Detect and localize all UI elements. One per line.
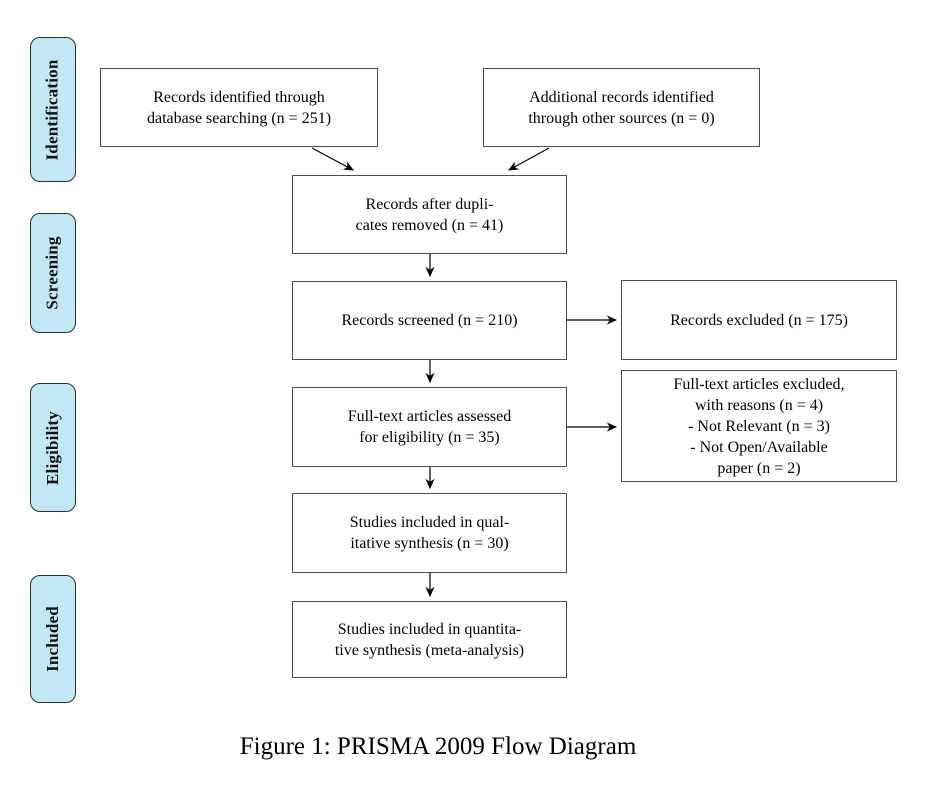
box-line: paper (n = 2) xyxy=(717,459,801,477)
stage-label-text: Screening xyxy=(43,236,63,310)
stage-label-eligibility: Eligibility xyxy=(30,383,76,512)
box-line: Additional records identified xyxy=(529,88,714,106)
box-line: database searching (n = 251) xyxy=(146,109,332,127)
box-line: through other sources (n = 0) xyxy=(528,109,715,127)
stage-label-text: Included xyxy=(43,606,63,672)
box-line: for eligibility (n = 35) xyxy=(359,429,500,446)
box-records-identified: Records identified through database sear… xyxy=(100,68,378,147)
box-records-screened: Records screened (n = 210) xyxy=(292,281,567,360)
box-quantitative-synthesis: Studies included in quantita- tive synth… xyxy=(292,601,567,678)
box-line: - Not Relevant (n = 3) xyxy=(688,417,830,435)
box-fulltext-excluded: Full-text articles excluded, with reason… xyxy=(621,370,897,482)
box-line: Studies included in quantita- xyxy=(337,620,522,638)
box-records-excluded: Records excluded (n = 175) xyxy=(621,280,897,360)
figure-caption: Figure 1: PRISMA 2009 Flow Diagram xyxy=(239,733,637,760)
box-line: with reasons (n = 4) xyxy=(694,396,824,414)
box-line: itative synthesis (n = 30) xyxy=(350,535,509,552)
arrow-additional-to-dedup xyxy=(508,147,550,171)
box-line: - Not Open/Available xyxy=(690,438,828,456)
box-line: Records after dupli- xyxy=(365,195,494,213)
box-line: tive synthesis (meta-analysis) xyxy=(334,641,525,659)
box-line: Studies included in qual- xyxy=(349,514,510,531)
stage-label-screening: Screening xyxy=(30,213,76,333)
box-line: Records excluded (n = 175) xyxy=(670,311,848,329)
stage-label-included: Included xyxy=(30,575,76,703)
box-duplicates-removed: Records after dupli- cates removed (n = … xyxy=(292,175,567,254)
box-line: cates removed (n = 41) xyxy=(355,216,504,234)
box-fulltext-assessed: Full-text articles assessed for eligibil… xyxy=(292,387,567,467)
box-line: Full-text articles assessed xyxy=(347,408,512,425)
box-line: Records identified through xyxy=(153,88,325,106)
stage-label-identification: Identification xyxy=(30,37,76,182)
stage-label-text: Identification xyxy=(43,58,62,161)
box-qualitative-synthesis: Studies included in qual- itative synthe… xyxy=(292,493,567,573)
box-line: Full-text articles excluded, xyxy=(673,375,845,393)
arrow-identified-to-dedup xyxy=(311,147,354,171)
stage-label-text: Eligibility xyxy=(43,410,62,485)
box-line: Records screened (n = 210) xyxy=(341,312,518,329)
box-additional-records: Additional records identified through ot… xyxy=(483,68,760,147)
